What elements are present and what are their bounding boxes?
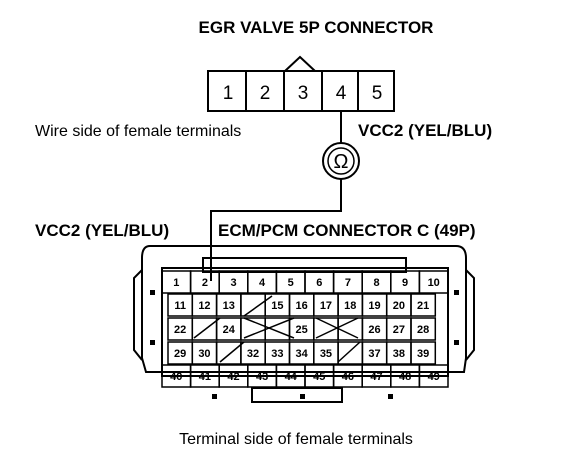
ecm-pin-27: 27 [393,324,405,336]
ecm-pin-48: 48 [399,371,411,383]
ecm-pin-13: 13 [223,300,235,312]
ecm-pin-45: 45 [313,371,325,383]
ecm-pin-3: 3 [230,277,236,289]
egr-vcc-label: VCC2 (YEL/BLU) [358,121,492,140]
ecm-pin-47: 47 [370,371,382,383]
ecm-pin-cell [240,293,266,317]
egr-pin-4: 4 [336,83,347,104]
ecm-pin-35: 35 [320,348,332,360]
ecm-pin-10: 10 [428,277,440,289]
ecm-pin-11: 11 [174,300,186,312]
ecm-pin-cell [410,317,437,341]
egr-pin-2: 2 [260,83,271,104]
ecm-vcc-label: VCC2 (YEL/BLU) [35,221,169,240]
ecm-pin-40: 40 [170,371,182,383]
ecm-pin-41: 41 [199,371,211,383]
ecm-pin-7: 7 [345,277,351,289]
egr-connector: 1 2 3 4 5 [207,55,395,112]
ecm-pin-29: 29 [174,348,186,360]
ecm-pin-39: 39 [417,348,429,360]
ohm-icon: Ω [334,151,349,173]
ecm-pin-20: 20 [393,300,405,312]
ohmmeter-symbol: Ω [322,142,360,180]
ecm-pin-26: 26 [368,324,380,336]
ecm-pin-19: 19 [368,300,380,312]
ecm-pin-cell [410,341,437,365]
ecm-pin-32: 32 [247,348,259,360]
ecm-connector-title: ECM/PCM CONNECTOR C (49P) [218,221,476,240]
egr-pin-5: 5 [372,83,383,104]
ecm-pin-cell [337,341,364,365]
ecm-pin-30: 30 [198,348,210,360]
ecm-pin-15: 15 [271,300,283,312]
ecm-pin-6: 6 [316,277,322,289]
ecm-side-label: Terminal side of female terminals [179,431,413,448]
ecm-pin-1: 1 [173,277,179,289]
ecm-pin-cell [410,293,437,317]
ecm-pin-49: 49 [428,371,440,383]
ecm-pin-34: 34 [296,348,309,360]
ecm-pin-43: 43 [256,371,268,383]
ecm-pin-9: 9 [402,277,408,289]
ecm-pin-46: 46 [342,371,354,383]
egr-pin-3: 3 [298,83,309,104]
ecm-pin-18: 18 [344,300,356,312]
ecm-pin-22: 22 [174,324,186,336]
ecm-pin-cell [418,270,449,294]
ecm-pin-12: 12 [198,300,210,312]
ecm-pin-8: 8 [373,277,379,289]
ecm-pin-37: 37 [368,348,380,360]
ecm-pin-4: 4 [259,277,266,289]
egr-pin-1: 1 [223,83,234,104]
ecm-pin-25: 25 [296,324,308,336]
ecm-pin-28: 28 [417,324,429,336]
ecm-pin-cell [418,364,449,388]
ecm-pin-5: 5 [288,277,294,289]
ecm-pin-17: 17 [320,300,332,312]
ecm-pin-cell [215,341,242,365]
ecm-pin-21: 21 [417,300,429,312]
ecm-pin-38: 38 [393,348,405,360]
ecm-pin-33: 33 [271,348,283,360]
ecm-pin-16: 16 [296,300,308,312]
ecm-pin-42: 42 [227,371,239,383]
ecm-pin-2: 2 [202,277,208,289]
ecm-pin-24: 24 [223,324,236,336]
egr-side-label: Wire side of female terminals [35,123,241,140]
ecm-blank-marks [193,295,361,363]
ecm-pin-44: 44 [285,371,298,383]
egr-connector-title: EGR VALVE 5P CONNECTOR [199,18,434,37]
